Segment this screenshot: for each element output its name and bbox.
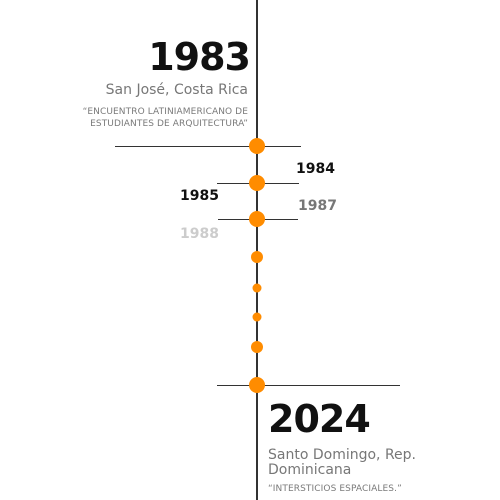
year-label-1984: 1984: [296, 161, 335, 177]
end-event: “INTERSTICIOS ESPACIALES.”: [268, 484, 402, 494]
start-event: “ENCUENTRO LATINIAMERICANO DE ESTUDIANTE…: [58, 106, 248, 130]
timeline-marker-1983[interactable]: [249, 138, 265, 154]
start-event-line-2: ESTUDIANTES DE ARQUITECTURA”: [90, 119, 248, 130]
start-place: San José, Costa Rica: [105, 82, 248, 98]
timeline-marker[interactable]: [252, 283, 262, 293]
end-year: 2024: [268, 397, 371, 441]
start-event-line-1: “ENCUENTRO LATINIAMERICANO DE: [82, 107, 248, 117]
timeline-marker-2024[interactable]: [249, 377, 265, 393]
timeline-marker[interactable]: [251, 251, 263, 263]
timeline-rule-1983: [115, 146, 301, 147]
year-label-1985: 1985: [180, 188, 219, 204]
timeline-rule-2024: [217, 385, 400, 386]
timeline-marker-1985[interactable]: [249, 211, 265, 227]
timeline-marker[interactable]: [252, 312, 262, 322]
year-label-1987: 1987: [298, 198, 337, 214]
end-place-line-1: Santo Domingo, Rep.: [268, 447, 416, 463]
end-place: Santo Domingo, Rep. Dominicana: [268, 447, 478, 479]
timeline-marker[interactable]: [251, 341, 263, 353]
timeline-marker-1984[interactable]: [249, 175, 265, 191]
timeline-spine: [256, 0, 258, 500]
end-place-line-2: Dominicana: [268, 462, 352, 479]
start-year: 1983: [148, 35, 251, 79]
year-label-1988: 1988: [180, 226, 219, 242]
